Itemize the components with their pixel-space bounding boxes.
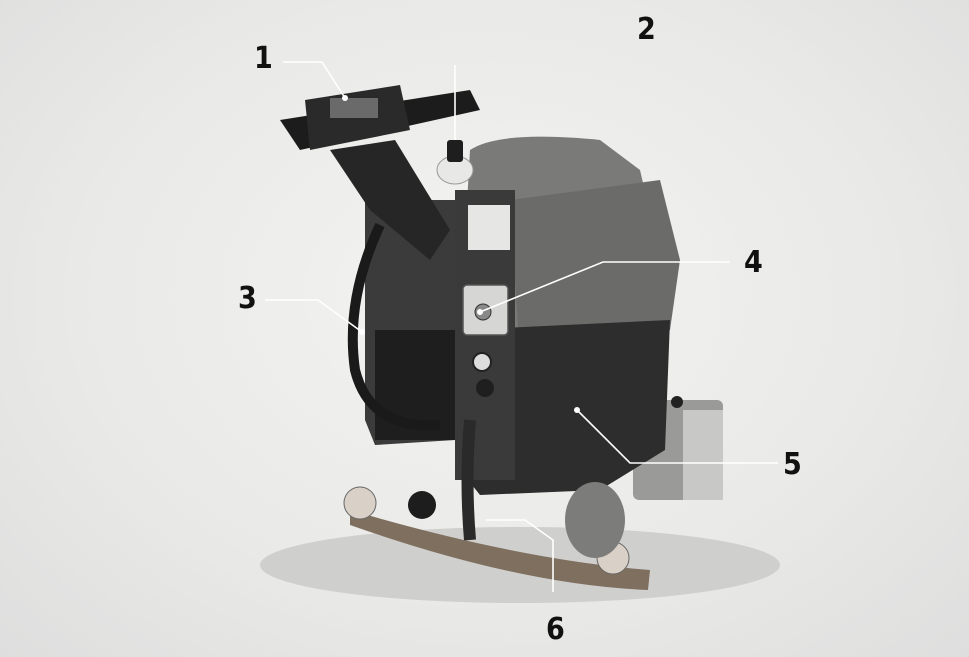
drive-wheel [565,482,625,558]
leader-line-6 [486,519,554,592]
callout-1: 1 [254,41,273,76]
warning-sticker [468,205,510,250]
pressure-gauge [472,352,492,372]
callout-5: 5 [783,447,802,482]
caster-wheel [408,491,436,519]
machine-side-panel [510,180,680,360]
leader-line-3 [265,299,363,333]
leader-lines [265,61,778,592]
leader-line-4 [479,261,730,313]
control-knob [476,379,494,397]
recovery-hose [347,222,441,431]
callout-3: 3 [238,281,257,316]
callout-2: 2 [637,12,656,47]
callout-4: 4 [744,245,763,280]
drain-hose [461,419,476,541]
squeegee-blade [350,510,650,590]
handle-arm [330,140,450,260]
squeegee-wheel-left [343,486,377,520]
leader-line-1 [283,61,346,99]
console-buttons [330,98,378,118]
beacon-mount [447,140,463,162]
leader-dots [342,95,580,413]
leader-line-5 [576,409,778,464]
callout-6: 6 [546,612,565,647]
